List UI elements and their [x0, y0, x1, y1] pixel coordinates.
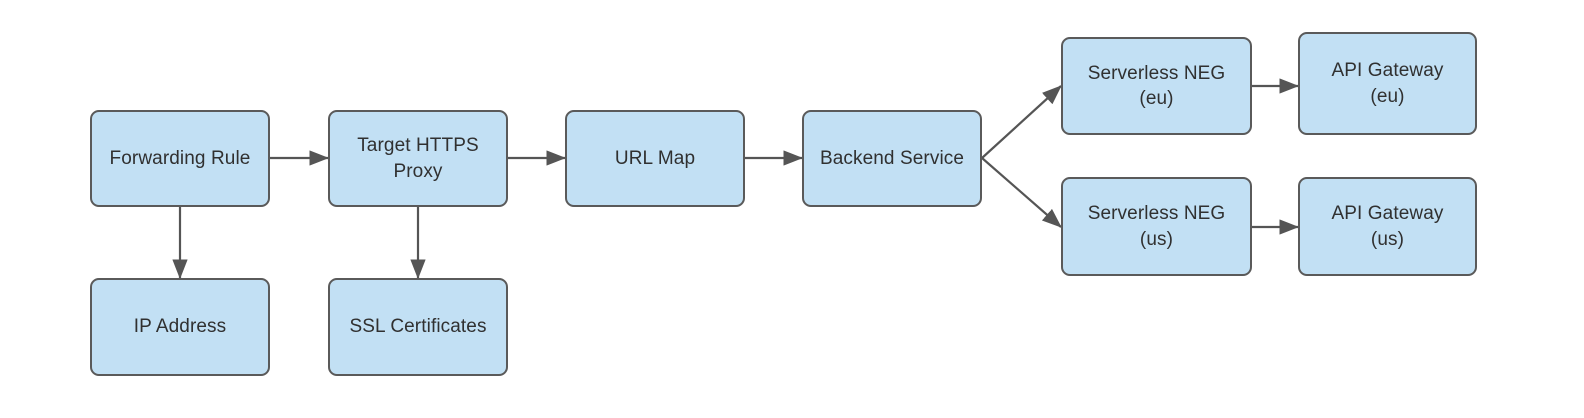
node-label-backend-service: Backend Service: [819, 147, 965, 169]
edge-backend-service-to-serverless-neg-eu: [981, 85, 1062, 159]
node-target-https-proxy[interactable]: Target HTTPS Proxy: [328, 110, 508, 207]
node-serverless-neg-us[interactable]: Serverless NEG (us): [1061, 177, 1252, 276]
node-label-serverless-neg-eu: Serverless NEG (eu): [1087, 62, 1226, 109]
edge-backend-service-to-serverless-neg-us: [981, 157, 1062, 228]
node-ip-address[interactable]: IP Address: [90, 278, 270, 376]
node-label-serverless-neg-us: Serverless NEG (us): [1087, 203, 1226, 250]
node-url-map[interactable]: URL Map: [565, 110, 745, 207]
node-label-ssl-certificates: SSL Certificates: [349, 316, 487, 338]
node-forwarding-rule[interactable]: Forwarding Rule: [90, 110, 270, 207]
node-label-url-map: URL Map: [614, 147, 696, 169]
node-api-gateway-us[interactable]: API Gateway (us): [1298, 177, 1477, 276]
node-label-api-gateway-eu: API Gateway (eu): [1331, 60, 1444, 107]
node-label-ip-address: IP Address: [133, 316, 227, 338]
node-label-forwarding-rule: Forwarding Rule: [109, 147, 251, 169]
node-label-api-gateway-us: API Gateway (us): [1331, 203, 1444, 250]
node-backend-service[interactable]: Backend Service: [802, 110, 982, 207]
node-serverless-neg-eu[interactable]: Serverless NEG (eu): [1061, 37, 1252, 135]
node-ssl-certificates[interactable]: SSL Certificates: [328, 278, 508, 376]
node-api-gateway-eu[interactable]: API Gateway (eu): [1298, 32, 1477, 135]
node-label-target-https-proxy: Target HTTPS Proxy: [357, 135, 479, 182]
